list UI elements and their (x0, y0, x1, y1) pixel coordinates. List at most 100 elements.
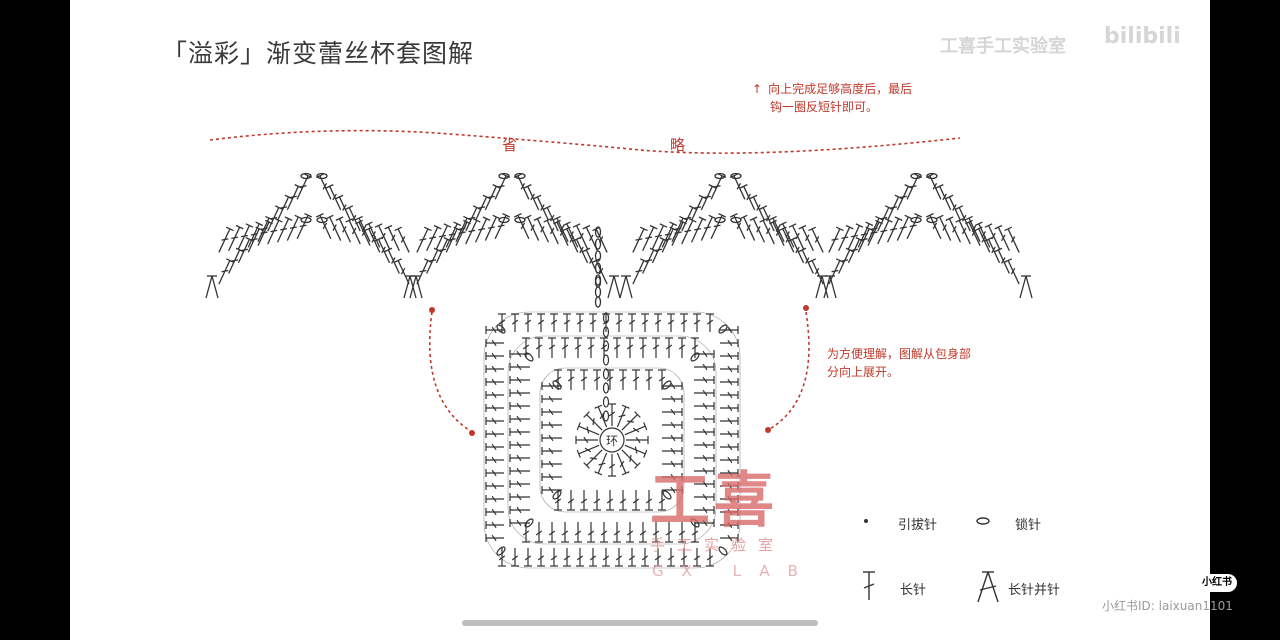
dc-stitch (247, 228, 260, 253)
dc-cross (619, 460, 625, 468)
dc-top (935, 214, 944, 220)
dc-stitch (987, 239, 1001, 264)
dc-top (355, 219, 363, 225)
dc-cross (991, 232, 996, 240)
dc-cross (629, 454, 632, 462)
dc-stitch (700, 186, 713, 211)
dc-cross (438, 234, 446, 238)
dc-stitch (743, 216, 756, 241)
dc-cross (702, 506, 708, 514)
dc-top (955, 205, 964, 210)
dc-cross (600, 530, 608, 536)
dc-cross (665, 530, 673, 536)
dc-cross (703, 226, 711, 229)
dc-top (759, 205, 768, 210)
dc-stitch (595, 260, 608, 285)
dc-stitch (968, 217, 981, 242)
dc-top (749, 194, 758, 200)
dc-cross (351, 227, 357, 235)
dc-cross (516, 428, 522, 436)
dc-stitch (237, 225, 251, 250)
dc-stitch (838, 249, 851, 274)
dc-cross (561, 344, 569, 350)
dc-cross (645, 376, 653, 382)
page-title: 「溢彩」渐变蕾丝杯套图解 (162, 39, 475, 68)
home-indicator[interactable] (462, 620, 818, 626)
dc-cross (587, 530, 595, 536)
dc-top (798, 247, 807, 253)
dc-stitch (377, 239, 391, 264)
dc2tog-leg (211, 275, 219, 299)
dc2tog-leg (607, 275, 615, 299)
chain-stitch (514, 172, 526, 180)
dc-cross (626, 420, 634, 423)
dc-top (643, 422, 648, 431)
dc-cross (645, 259, 653, 262)
dc-stitch (329, 186, 342, 211)
dc2tog-leg (409, 275, 417, 299)
dc-stitch (791, 225, 805, 250)
dc-top (294, 214, 303, 220)
dc-cross (670, 460, 676, 468)
dc-cross (727, 352, 733, 360)
dc2tog-leg (415, 275, 423, 299)
dc-cross (639, 530, 647, 536)
dc-cross (231, 236, 239, 240)
dc-cross (516, 493, 522, 501)
dc-stitch (455, 217, 468, 242)
omitted-label-right: 略 (670, 136, 686, 154)
dc-cross (727, 482, 733, 490)
dc-cross (516, 376, 522, 384)
dc-cross (641, 555, 649, 561)
dc-cross (658, 376, 666, 382)
chain-stitch (594, 238, 602, 250)
dc-stitch (847, 225, 861, 250)
dc-cross (626, 530, 634, 536)
dc-cross (438, 248, 446, 252)
dc-stitch (661, 223, 674, 248)
dc-stitch (484, 186, 497, 211)
dc-stitch (586, 449, 603, 466)
dc-top (639, 226, 648, 232)
dc-top (523, 184, 532, 189)
dc-stitch (651, 239, 665, 264)
dc-stitch (595, 228, 608, 253)
chain-stitch (602, 382, 610, 394)
dc-cross (574, 530, 582, 536)
dc-stitch (690, 218, 704, 243)
top-note: ↑向上完成足够高度后，最后 钩一圈反短针即可。 (752, 80, 912, 116)
dc-cross (598, 462, 606, 466)
chain-stitch (662, 380, 672, 390)
dc-cross (516, 467, 522, 475)
dc-cross (548, 382, 554, 390)
dc-cross (548, 447, 554, 455)
dc2tog-icon (977, 571, 989, 603)
dc-stitch (978, 223, 991, 248)
dc-cross (961, 227, 967, 235)
dc-cross (400, 236, 406, 243)
dc-stitch (218, 228, 231, 253)
dc-cross (706, 319, 714, 325)
dc-stitch (700, 216, 713, 241)
dc-stitch (710, 215, 723, 240)
dc-cross (602, 555, 610, 561)
dc-cross (641, 319, 649, 325)
dc-cross (727, 456, 733, 464)
legend-chain-label: 锁针 (1015, 518, 1042, 533)
dc-cross (491, 352, 497, 360)
dc-cross (626, 344, 634, 350)
side-note-line1: 为方便理解，图解从包身部 (827, 347, 972, 361)
dc-cross (619, 376, 627, 382)
dc-cross (765, 214, 771, 222)
dc-top (572, 223, 581, 228)
dc-cross (448, 233, 456, 236)
dc-cross (240, 234, 248, 238)
dc-cross (491, 534, 497, 542)
dc-stitch (348, 220, 361, 245)
dc-cross (961, 214, 967, 222)
chain-stitch (662, 490, 672, 500)
chain-stitch (602, 312, 610, 324)
dc-stitch (319, 175, 332, 200)
dc-cross (491, 456, 497, 464)
dc-top (325, 214, 334, 220)
